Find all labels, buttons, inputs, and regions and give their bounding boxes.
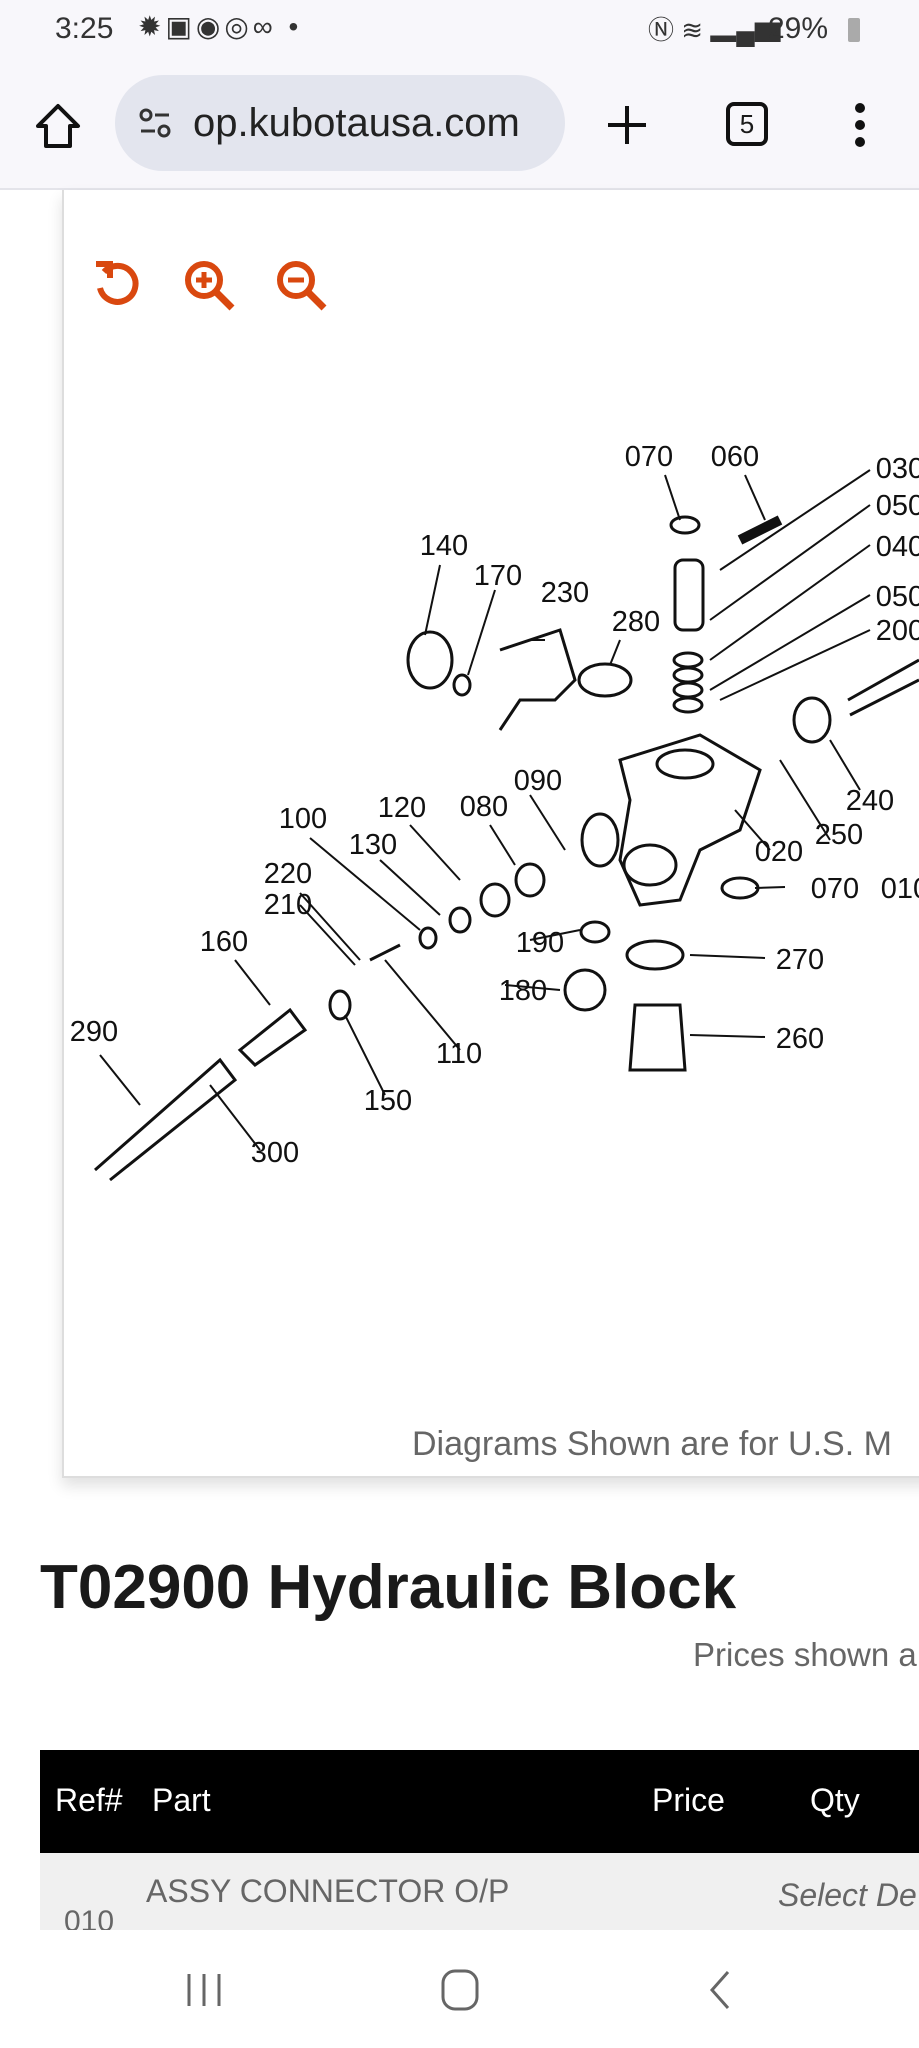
notification-icons: ✹▣◉◎∞ • [138, 11, 303, 42]
battery-icon [848, 18, 860, 42]
reset-rotate-icon[interactable] [90, 258, 144, 312]
more-menu-icon[interactable] [850, 100, 870, 150]
battery-percent: 29% [768, 12, 829, 45]
header-qty: Qty [810, 1782, 860, 1818]
diagram-card [62, 190, 919, 1478]
zoom-in-icon[interactable] [182, 258, 236, 312]
android-nav-bar [0, 1930, 919, 2048]
recent-apps-icon[interactable] [184, 1970, 224, 2010]
header-price: Price [652, 1782, 725, 1818]
zoom-out-icon[interactable] [274, 258, 328, 312]
row-part[interactable]: ASSY CONNECTOR O/P [146, 1873, 510, 1909]
new-tab-icon[interactable] [604, 102, 650, 148]
site-settings-icon[interactable] [137, 105, 173, 141]
status-bar: 3:25 ✹▣◉◎∞ • Ⓝ ≋ ▂▄▆ 29% [0, 0, 919, 62]
tab-switcher-button[interactable]: 5 [726, 102, 768, 146]
row-ref: 010 [64, 1905, 115, 1933]
diagram-caption: Diagrams Shown are for U.S. M [412, 1425, 892, 1463]
parts-table-header: Ref# Part Price Qty [40, 1750, 919, 1853]
table-row[interactable]: 010 ASSY CONNECTOR O/P Select De [40, 1853, 919, 1933]
home-nav-icon[interactable] [440, 1968, 480, 2012]
browser-toolbar: op.kubotausa.com 5 [0, 62, 919, 190]
header-ref: Ref# [55, 1782, 123, 1818]
page-title: T02900 Hydraulic Block [40, 1553, 737, 1622]
header-part: Part [152, 1782, 211, 1818]
status-time: 3:25 [55, 12, 114, 45]
url-text[interactable]: op.kubotausa.com [193, 100, 520, 145]
home-icon[interactable] [34, 102, 82, 150]
nfc-wifi-signal-icons: Ⓝ ≋ ▂▄▆ [648, 15, 781, 45]
url-bar[interactable]: op.kubotausa.com [115, 75, 565, 171]
row-qty-select[interactable]: Select De [778, 1877, 917, 1913]
back-icon[interactable] [704, 1968, 734, 2012]
prices-note: Prices shown a [693, 1636, 917, 1673]
